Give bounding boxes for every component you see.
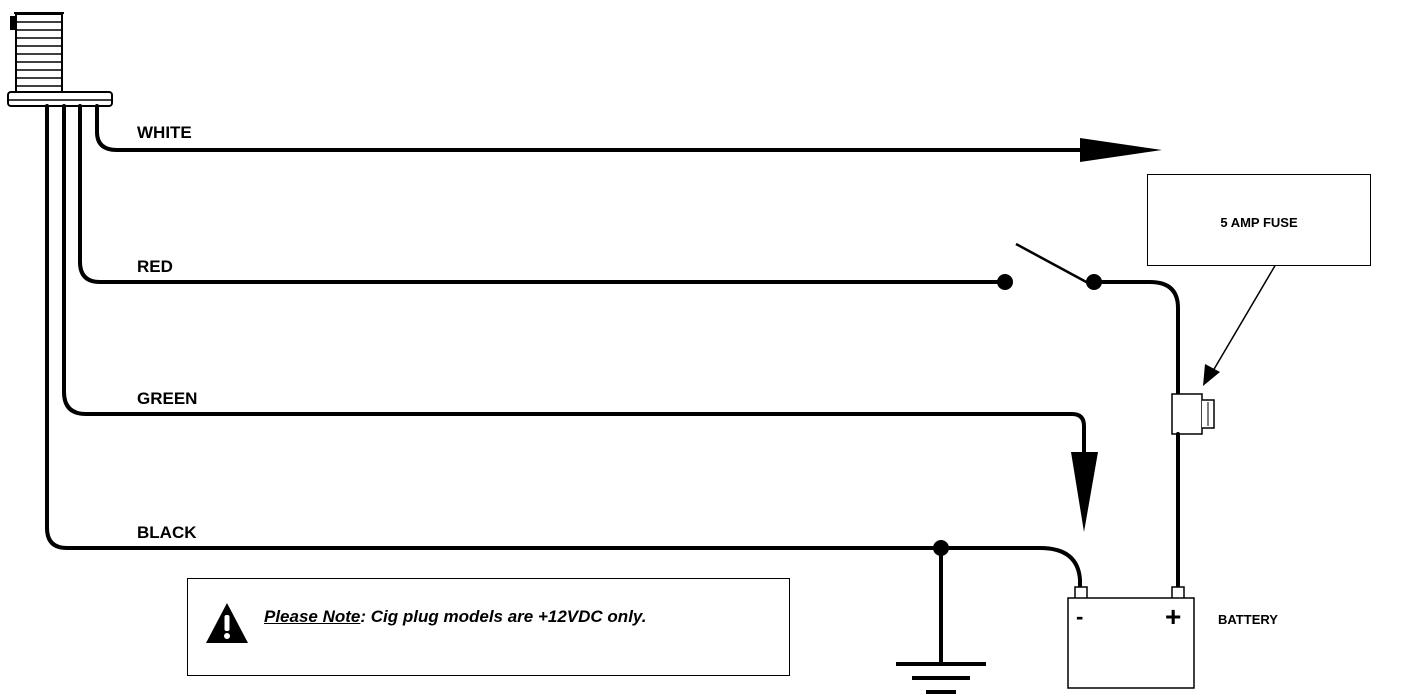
ground-icon [896, 540, 986, 694]
switch-icon [997, 242, 1102, 290]
note-body: : Cig plug models are +12VDC only. [360, 607, 647, 626]
fuse-callout-box: 5 AMP FUSE [1147, 174, 1371, 266]
note-lead: Please Note [264, 607, 361, 626]
fuse-label: 5 AMP FUSE [1220, 215, 1298, 230]
black-wire [45, 104, 1082, 590]
red-wire-label: RED [137, 257, 173, 276]
warning-icon [206, 603, 248, 643]
green-wire-label: GREEN [137, 389, 197, 408]
white-arrowhead [1080, 138, 1162, 162]
fuse-pointer [1209, 263, 1277, 377]
fuse-pointer-arrowhead [1203, 364, 1220, 386]
battery-label: BATTERY [1218, 612, 1278, 627]
red-wire [78, 104, 1007, 284]
switch-output-wire [1092, 280, 1180, 396]
green-wire [62, 104, 1086, 462]
note-text: Please Note: Cig plug models are +12VDC … [264, 607, 646, 627]
fuse-holder-icon [1171, 393, 1215, 590]
black-wire-label: BLACK [137, 523, 197, 542]
battery-positive-label: + [1165, 601, 1181, 632]
green-arrowhead [1071, 452, 1098, 532]
white-wire [95, 104, 1087, 152]
battery-negative-label: - [1076, 604, 1083, 629]
note-box: Please Note: Cig plug models are +12VDC … [187, 578, 790, 676]
beacon-light-icon [7, 12, 113, 107]
white-wire-label: WHITE [137, 123, 192, 142]
battery-icon [1067, 586, 1195, 689]
